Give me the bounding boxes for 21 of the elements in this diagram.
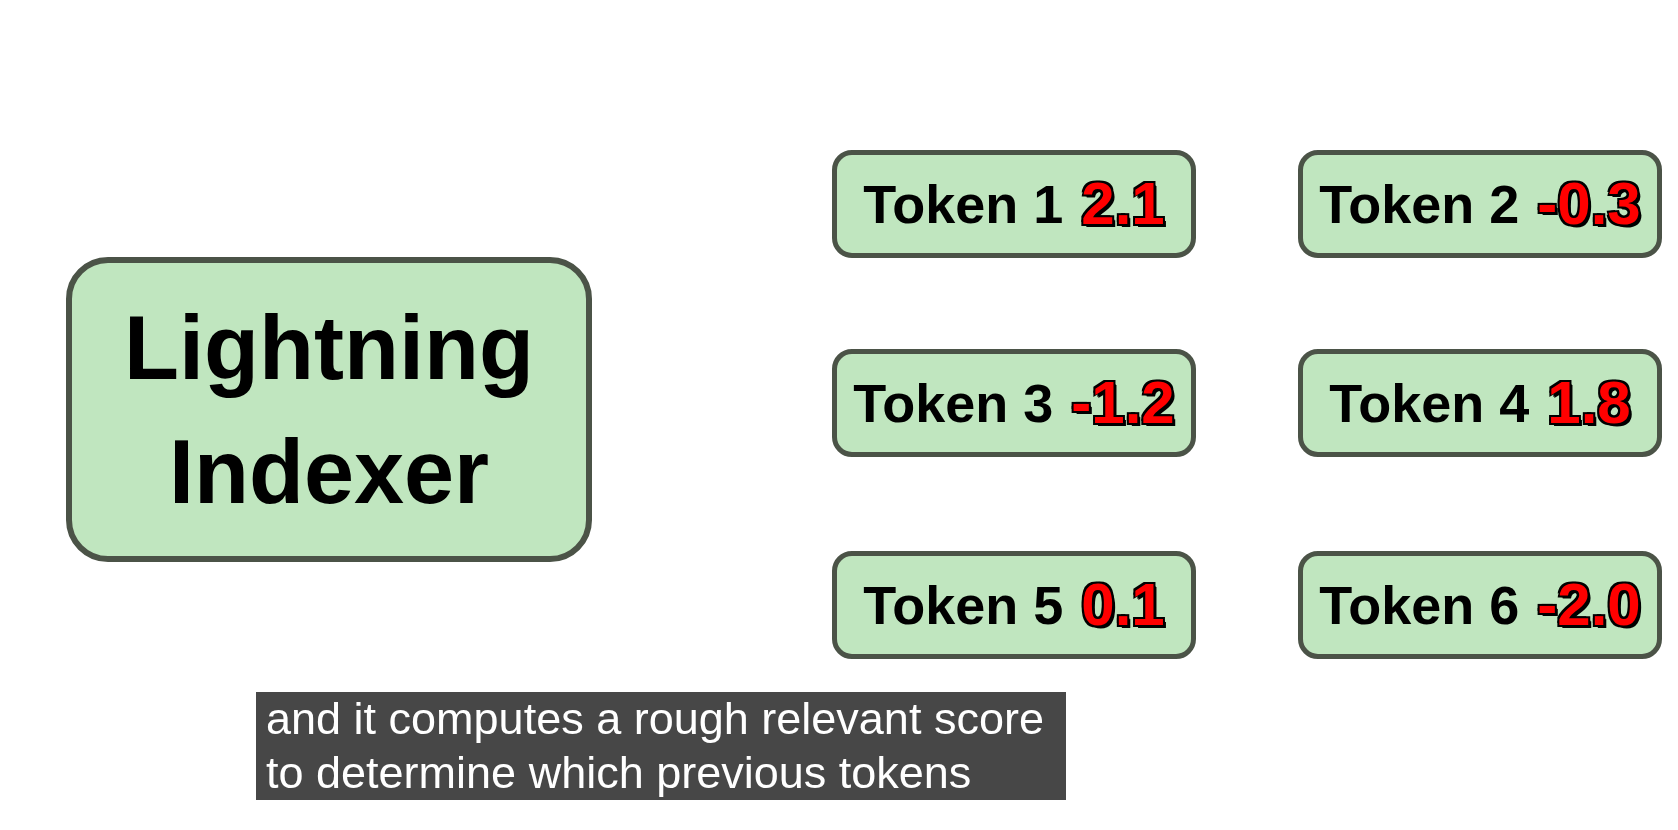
token-label: Token 4 bbox=[1329, 372, 1530, 435]
component-box bbox=[66, 257, 592, 562]
score-value: -2.0 bbox=[1537, 570, 1641, 640]
token-box bbox=[832, 551, 1196, 659]
token-box bbox=[832, 349, 1196, 457]
component-label: Lightning Indexer bbox=[123, 296, 535, 524]
token-label: Token 2 bbox=[1319, 173, 1520, 236]
token-box bbox=[1298, 150, 1662, 258]
token-label: Token 5 bbox=[863, 574, 1064, 637]
score-value: -1.2 bbox=[1071, 368, 1175, 438]
score-value: -0.3 bbox=[1537, 169, 1641, 239]
token-label: Token 1 bbox=[863, 173, 1064, 236]
token-label: Token 6 bbox=[1319, 574, 1520, 637]
token-box bbox=[832, 150, 1196, 258]
token-box bbox=[1298, 349, 1662, 457]
score-value: 0.1 bbox=[1081, 570, 1165, 640]
subtitle-caption: and it computes a rough relevant score to determine which previous tokens bbox=[256, 692, 1066, 800]
score-value: 1.8 bbox=[1547, 368, 1631, 438]
score-value: 2.1 bbox=[1081, 169, 1165, 239]
token-box bbox=[1298, 551, 1662, 659]
token-label: Token 3 bbox=[853, 372, 1054, 435]
